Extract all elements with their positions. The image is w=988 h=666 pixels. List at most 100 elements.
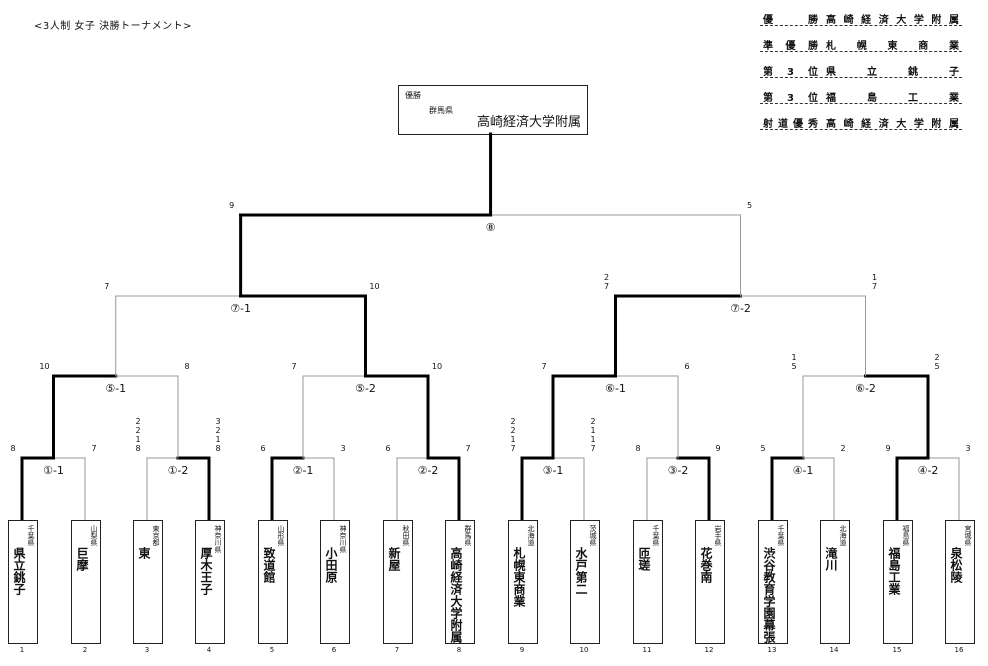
team-number: 5 (269, 646, 275, 654)
team-box: 山梨県巨摩 (71, 520, 101, 644)
match-score: 2 2 1 8 (135, 417, 141, 453)
team-box: 千葉県県立銚子 (8, 520, 38, 644)
team-box: 北海道滝川 (820, 520, 850, 644)
champion-label: 優勝 (405, 91, 421, 100)
team-prefecture: 茨城県 (589, 525, 597, 546)
team-box: 宮城県泉松陵 (945, 520, 975, 644)
team-box: 茨城県水戸第二 (570, 520, 600, 644)
match-score: 2 5 (934, 353, 940, 371)
team-number: 3 (144, 646, 150, 654)
match-label: ⑧ (483, 221, 498, 234)
result-row: 第3位県立銚子 (760, 63, 962, 78)
result-school: 札幌東商業 (826, 41, 960, 52)
match-label: ④-2 (915, 464, 941, 477)
team-prefecture: 千葉県 (652, 525, 660, 546)
match-score: 2 7 (603, 273, 610, 291)
match-label: ④-1 (790, 464, 816, 477)
match-score: 3 2 1 8 (215, 417, 221, 453)
match-label: ①-2 (165, 464, 191, 477)
match-score: 2 1 1 7 (590, 417, 596, 453)
team-name: 滝川 (824, 547, 838, 571)
team-prefecture: 山梨県 (90, 525, 98, 546)
team-name: 花巻南 (699, 547, 713, 583)
match-score: 8 (10, 444, 16, 453)
team-box: 群馬県高崎経済大学附属 (445, 520, 475, 644)
team-prefecture: 千葉県 (777, 525, 785, 546)
match-score: 9 (885, 444, 891, 453)
team-prefecture: 秋田県 (402, 525, 410, 546)
result-label: 第3位 (763, 93, 819, 104)
match-score: 10 (431, 362, 443, 371)
match-label: ②-2 (415, 464, 441, 477)
team-name: 匝瑳 (637, 547, 651, 571)
team-name: 小田原 (324, 547, 338, 583)
team-box: 千葉県渋谷教育学園幕張 (758, 520, 788, 644)
match-label: ⑤-1 (103, 382, 129, 395)
team-box: 秋田県新屋 (383, 520, 413, 644)
team-name: 札幌東商業 (512, 547, 526, 607)
team-number: 10 (579, 646, 589, 654)
match-score: 10 (369, 282, 380, 291)
match-score: 7 (104, 282, 110, 291)
match-score: 7 (91, 444, 97, 453)
match-label: ⑦-1 (228, 302, 254, 315)
result-row: 優勝高崎経済大学附属 (760, 11, 962, 26)
team-number: 1 (19, 646, 25, 654)
match-score: 6 (385, 444, 391, 453)
team-number: 16 (954, 646, 964, 654)
match-score: 5 (746, 201, 753, 210)
team-number: 6 (331, 646, 337, 654)
team-prefecture: 千葉県 (27, 525, 35, 546)
match-score: 1 5 (791, 353, 797, 371)
match-score: 3 (340, 444, 346, 453)
match-label: ③-2 (665, 464, 691, 477)
team-name: 水戸第二 (574, 547, 588, 595)
team-number: 7 (394, 646, 400, 654)
team-prefecture: 神奈川県 (339, 525, 347, 553)
team-name: 新屋 (387, 547, 401, 571)
team-prefecture: 北海道 (527, 525, 535, 546)
match-label: ⑤-2 (353, 382, 378, 395)
match-label: ③-1 (540, 464, 566, 477)
team-name: 厚木王子 (199, 547, 213, 595)
team-box: 北海道札幌東商業 (508, 520, 538, 644)
team-number: 15 (892, 646, 902, 654)
match-label: ①-1 (41, 464, 66, 477)
team-prefecture: 東京都 (152, 525, 160, 546)
champion-box: 優勝 群馬県 高崎経済大学附属 (398, 85, 588, 135)
team-prefecture: 岩手県 (714, 525, 722, 546)
match-label: ⑦-2 (728, 302, 753, 315)
team-box: 千葉県匝瑳 (633, 520, 663, 644)
team-prefecture: 山形県 (277, 525, 285, 546)
result-school: 県立銚子 (826, 67, 960, 78)
team-box: 岩手県花巻南 (695, 520, 725, 644)
match-label: ⑥-1 (603, 382, 628, 395)
team-box: 山形県致道館 (258, 520, 288, 644)
champion-school: 高崎経済大学附属 (476, 115, 581, 130)
result-school: 高崎経済大学附属 (826, 119, 960, 130)
team-number: 2 (82, 646, 88, 654)
team-box: 東京都東 (133, 520, 163, 644)
match-score: 7 (541, 362, 547, 371)
team-name: 巨摩 (75, 547, 89, 571)
team-prefecture: 神奈川県 (214, 525, 222, 553)
match-score: 2 (840, 444, 846, 453)
team-name: 泉松陵 (949, 547, 963, 583)
result-label: 優勝 (763, 15, 819, 26)
match-score: 2 2 1 7 (510, 417, 516, 453)
page-title: <3人制 女子 決勝トーナメント> (34, 21, 192, 32)
team-name: 渋谷教育学園幕張 (762, 547, 776, 643)
result-row: 準優勝札幌東商業 (760, 37, 962, 52)
match-score: 8 (635, 444, 641, 453)
match-score: 6 (684, 362, 690, 371)
team-number: 4 (206, 646, 212, 654)
match-score: 9 (229, 201, 235, 210)
team-box: 神奈川県厚木王子 (195, 520, 225, 644)
team-prefecture: 北海道 (839, 525, 847, 546)
match-score: 1 7 (871, 273, 878, 291)
team-name: 東 (137, 547, 151, 559)
team-number: 13 (767, 646, 777, 654)
result-label: 第3位 (763, 67, 819, 78)
match-score: 5 (760, 444, 766, 453)
match-score: 10 (39, 362, 50, 371)
